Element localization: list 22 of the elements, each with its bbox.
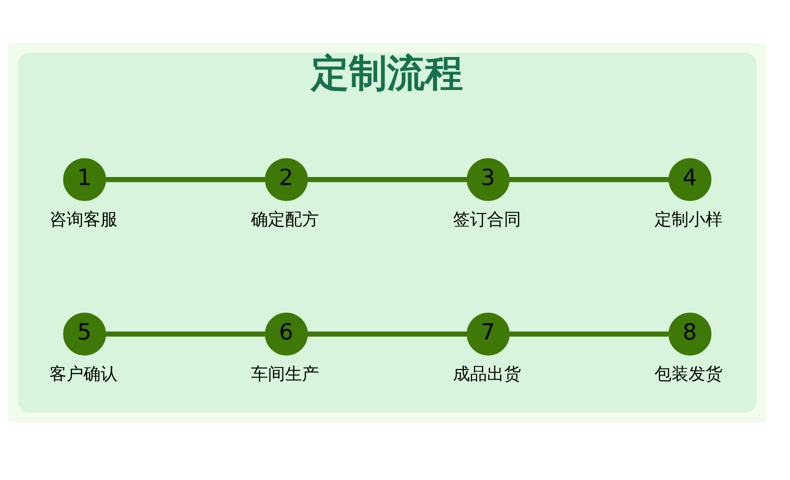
node-circle: 4	[668, 158, 712, 200]
node-label: 咨询客服	[49, 210, 118, 230]
node-circle: 6	[264, 312, 308, 356]
node-circle: 2	[264, 158, 308, 200]
node-label: 成品出货	[452, 364, 521, 384]
node-circle: 8	[668, 312, 712, 356]
connector	[509, 331, 669, 336]
node-circle: 1	[63, 158, 106, 200]
node-label: 确定配方	[251, 210, 320, 230]
node-label: 客户确认	[49, 364, 118, 384]
connector	[308, 176, 467, 182]
node-circle: 5	[63, 312, 106, 356]
connector	[106, 331, 266, 336]
node-label: 包装发货	[654, 364, 723, 384]
connector	[509, 176, 669, 182]
node-label: 签订合同	[452, 210, 521, 230]
node-label: 车间生产	[251, 364, 320, 384]
connector	[106, 176, 266, 182]
node-circle: 7	[466, 312, 510, 356]
node-circle: 3	[466, 158, 510, 200]
node-label: 定制小样	[654, 210, 723, 230]
connector	[308, 331, 467, 336]
